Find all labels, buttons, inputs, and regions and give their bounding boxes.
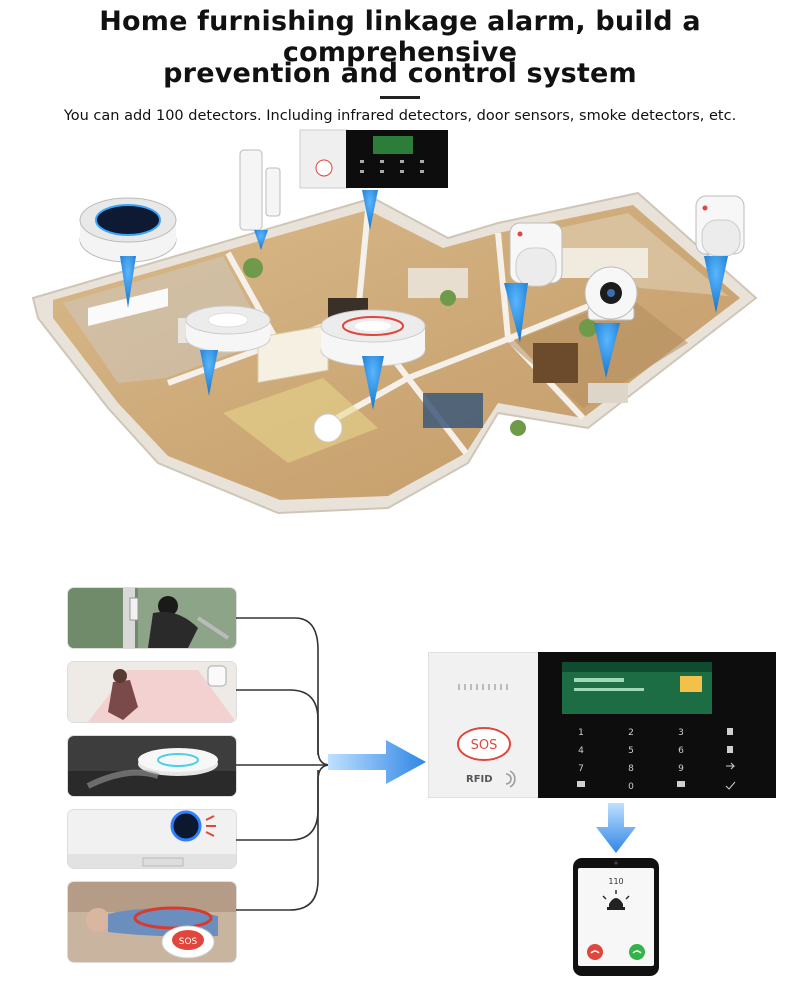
thumb-smoke-detector: [68, 736, 236, 796]
gas-detector-icon: [79, 197, 177, 263]
floorplan-illustration: [31, 129, 758, 515]
marker-pin: [704, 256, 728, 313]
detector-markers: [120, 190, 728, 410]
panel-screen: [562, 662, 712, 714]
camera-icon: [584, 266, 638, 321]
accept-call-button: [629, 944, 645, 960]
phone-time: 110: [608, 877, 623, 886]
marker-pin: [504, 283, 528, 343]
svg-text:4: 4: [578, 746, 584, 756]
sos-label: SOS: [471, 738, 498, 753]
marker-pin: [362, 356, 384, 410]
svg-text:SOS: SOS: [179, 937, 198, 947]
thumb-door-intrusion: [68, 588, 236, 648]
svg-text:6: 6: [678, 746, 684, 756]
door-sensor-icon: [239, 149, 281, 231]
title-line-2: prevention and control system: [163, 58, 637, 89]
panel-keypad: 1 2 3 4 5 6 7 8 9 0: [577, 728, 736, 792]
title-line-1: Home furnishing linkage alarm, build a c…: [99, 6, 701, 68]
thumb-sos-emergency: SOS: [68, 882, 236, 962]
svg-text:8: 8: [628, 764, 634, 774]
marker-pin: [120, 256, 136, 308]
svg-text:1: 1: [578, 728, 584, 738]
marker-pin: [200, 350, 218, 396]
rfid-wave-icon: [505, 770, 516, 788]
svg-text:0: 0: [628, 782, 634, 792]
wire-line: [236, 770, 319, 841]
smartphone: 110: [573, 858, 659, 976]
wire-line: [236, 689, 319, 755]
connection-lines: [236, 617, 331, 911]
svg-text:3: 3: [678, 728, 684, 738]
smoke-detector-icon: [185, 305, 271, 353]
svg-text:7: 7: [578, 764, 584, 774]
arrow-right-icon: [328, 740, 426, 784]
alarm-bell-icon: [602, 890, 630, 910]
title-underline: [380, 96, 420, 99]
pir-sensor-right-icon: [695, 195, 745, 257]
svg-text:9: 9: [678, 764, 684, 774]
alarm-panel: SOS RFID 1 2 3 4 5 6 7 8 9 0: [428, 652, 776, 798]
sos-button: SOS: [457, 727, 511, 761]
svg-text:2: 2: [628, 728, 634, 738]
smoke-detector-center-icon: [320, 309, 426, 367]
mini-panel-icon: [299, 129, 448, 189]
thumb-pir-intruder: [68, 662, 236, 722]
wire-line: [236, 780, 319, 911]
wire-line: [236, 617, 319, 750]
marker-pin: [362, 190, 378, 230]
subtitle: You can add 100 detectors. Including inf…: [63, 108, 737, 124]
arrow-down-icon: [596, 803, 636, 853]
decline-call-button: [587, 944, 603, 960]
marker-pin: [254, 230, 268, 250]
rfid-label: RFID: [466, 774, 493, 785]
marker-pin: [594, 323, 620, 378]
thumb-gas-detector: [68, 810, 236, 868]
pir-sensor-icon: [509, 222, 563, 287]
svg-text:5: 5: [628, 746, 634, 756]
